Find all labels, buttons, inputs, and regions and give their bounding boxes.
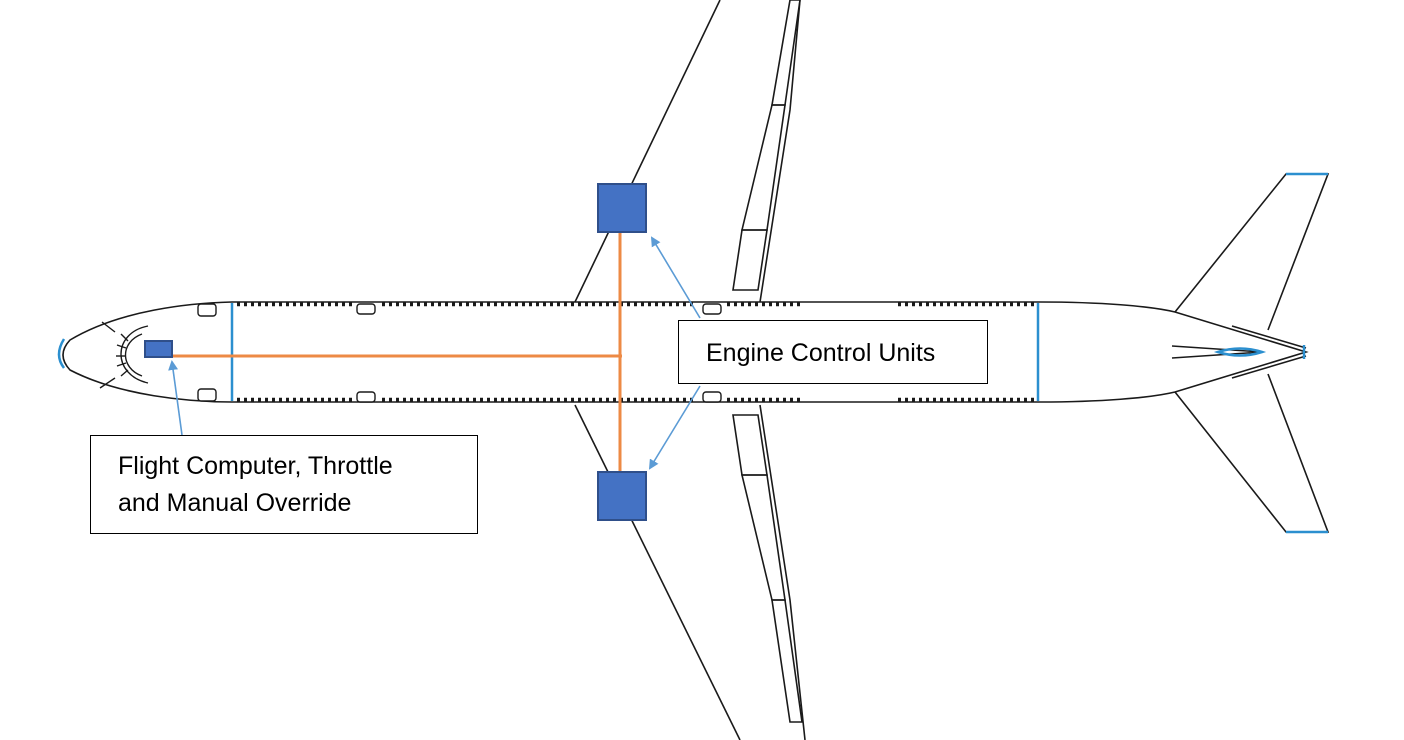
upper-flap [732, 229, 768, 291]
flight-computer-callout: Flight Computer, Throttle and Manual Ove… [90, 435, 478, 534]
upper-wing [574, 0, 801, 303]
doors [197, 303, 722, 403]
lower-aileron [740, 474, 786, 601]
engine-control-unit-upper [597, 183, 647, 233]
engine-control-units-callout: Engine Control Units [678, 320, 988, 384]
control-wiring [172, 232, 622, 472]
cabin-windows [237, 301, 1034, 403]
flight-computer-label-line-1: Flight Computer, Throttle [118, 452, 393, 480]
engine-control-units-label: Engine Control Units [706, 339, 936, 367]
nose-cone [57, 338, 66, 369]
arrow-to-lower-ecu [648, 385, 701, 470]
arrow-to-upper-ecu [650, 236, 701, 319]
bulkheads [230, 303, 1040, 401]
flight-computer-unit [144, 340, 173, 358]
flight-computer-label-line-2: and Manual Override [118, 489, 352, 517]
tail-tips [1213, 172, 1328, 534]
callout-arrows [168, 236, 701, 470]
upper-spoiler [771, 0, 801, 106]
engine-control-unit-lower [597, 471, 647, 521]
cockpit-windows [99, 321, 149, 389]
lower-flap [732, 414, 768, 476]
lower-wing [574, 404, 806, 740]
upper-aileron [740, 104, 786, 231]
lower-spoiler [771, 599, 803, 723]
arrow-to-flight-computer [168, 360, 183, 436]
